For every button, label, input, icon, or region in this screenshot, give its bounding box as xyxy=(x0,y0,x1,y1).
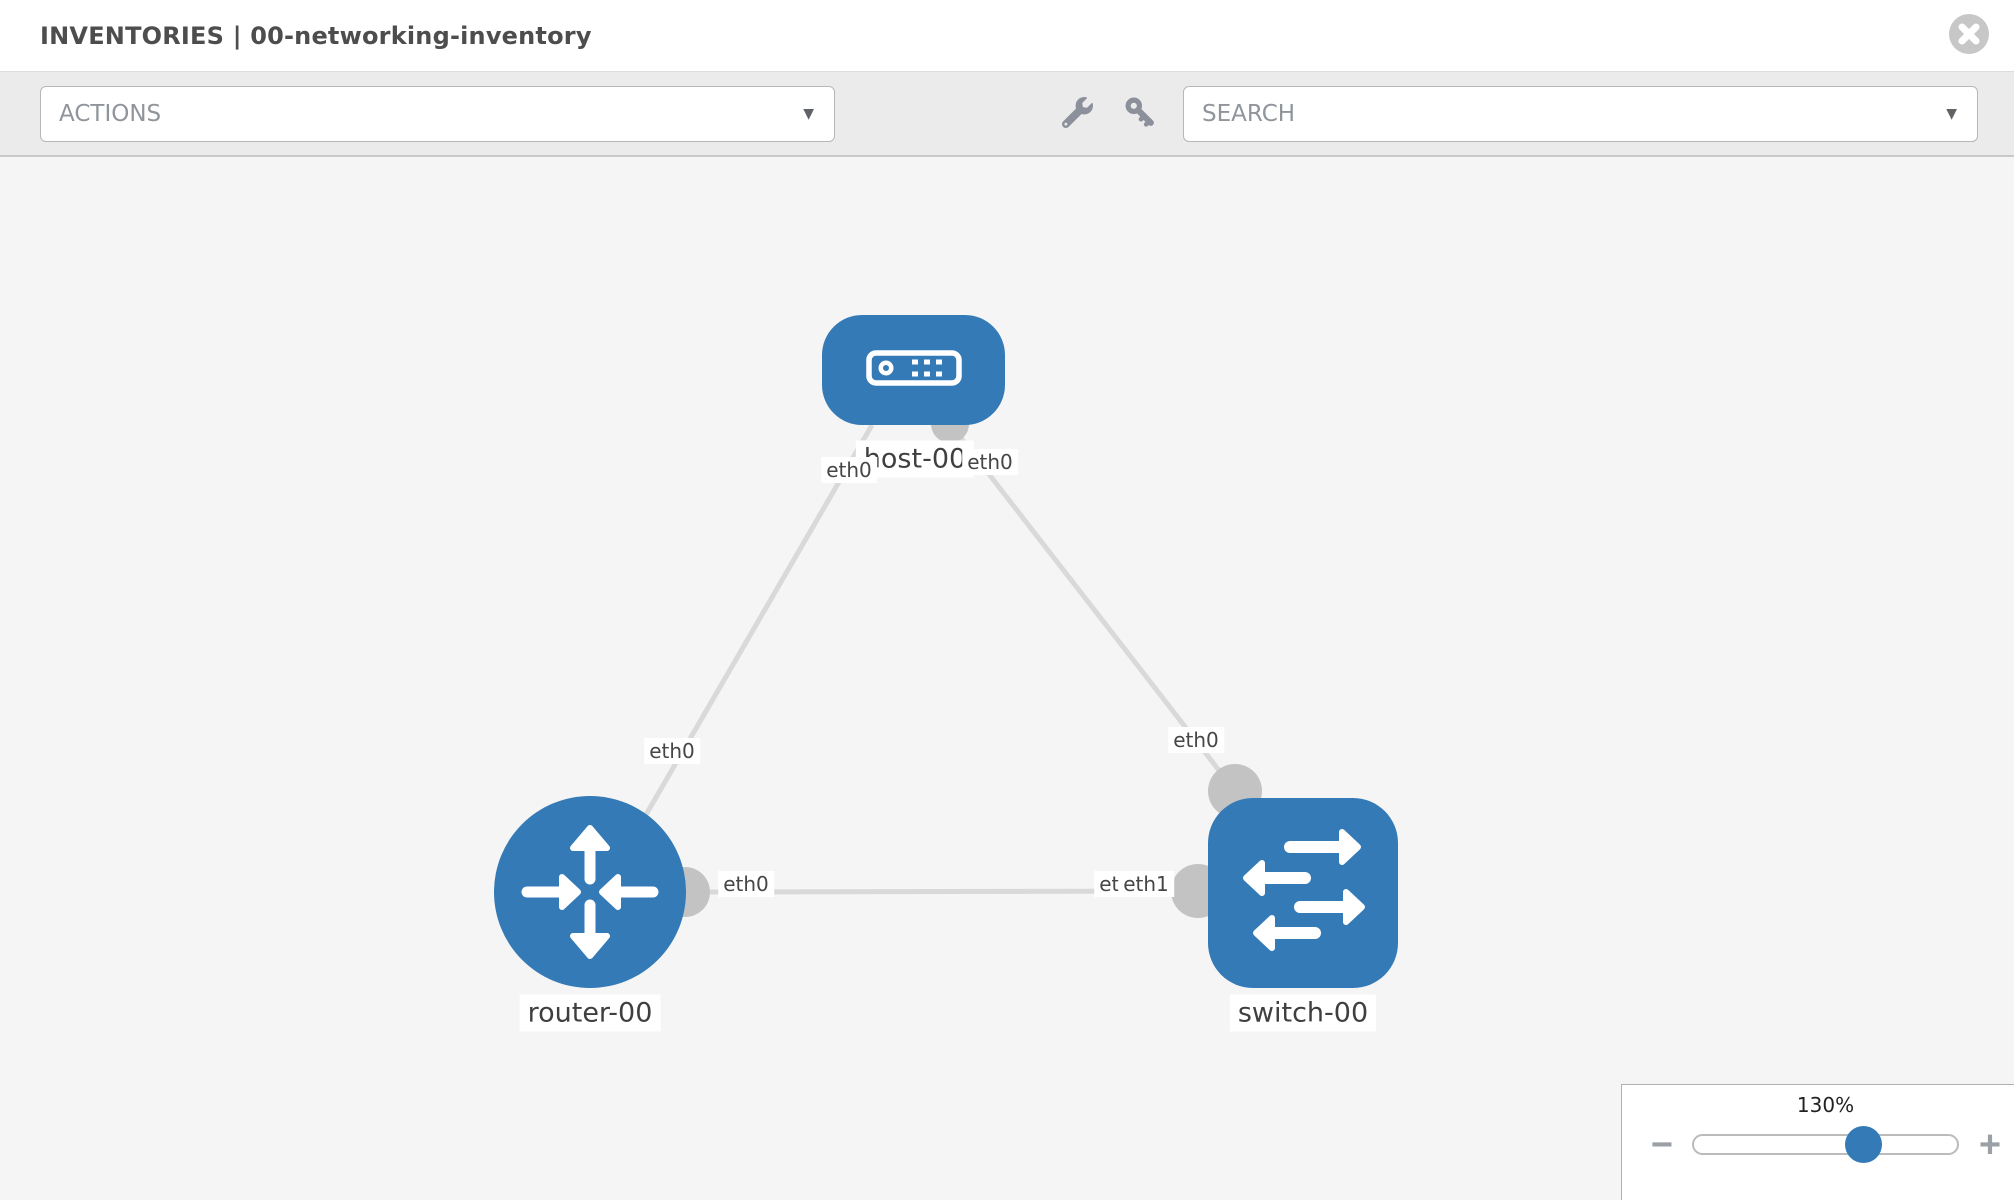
zoom-slider-track[interactable] xyxy=(1692,1134,1959,1155)
actions-dropdown-label: ACTIONS xyxy=(59,101,162,127)
router-icon xyxy=(494,825,686,992)
wrench-button[interactable] xyxy=(1057,94,1097,134)
node-label-switch: switch-00 xyxy=(1229,994,1377,1032)
interface-label: eth0 xyxy=(718,871,774,897)
key-button[interactable] xyxy=(1120,94,1160,134)
node-label-router: router-00 xyxy=(519,994,661,1032)
interface-label: eth0 xyxy=(644,738,700,764)
link-host-router xyxy=(637,423,875,827)
node-host-00[interactable] xyxy=(822,315,1005,425)
interface-label: eth0 xyxy=(1168,727,1224,753)
node-router-00[interactable] xyxy=(494,796,686,988)
interface-label: eth0 xyxy=(821,457,877,483)
page-title: INVENTORIES | 00-networking-inventory xyxy=(40,21,592,50)
interface-label: eth1 xyxy=(1118,871,1174,897)
search-dropdown-placeholder: SEARCH xyxy=(1202,101,1296,127)
topology-links-layer xyxy=(637,405,1262,918)
host-icon xyxy=(865,350,962,390)
wrench-icon xyxy=(1061,97,1093,131)
interface-label: eth0 xyxy=(962,449,1018,475)
header-bar: INVENTORIES | 00-networking-inventory xyxy=(0,0,2014,72)
zoom-control-panel: 130% − + xyxy=(1621,1084,2014,1200)
node-switch-00[interactable] xyxy=(1208,798,1398,988)
close-icon xyxy=(1948,14,1990,58)
switch-icon xyxy=(1208,829,1398,992)
zoom-out-button[interactable]: − xyxy=(1642,1125,1682,1165)
close-button[interactable] xyxy=(1948,13,1990,55)
search-dropdown[interactable]: SEARCH ▼ xyxy=(1183,86,1978,142)
zoom-level-value: 130% xyxy=(1796,1093,1855,1117)
topology-canvas[interactable]: host-00 eth0 eth0 eth0 eth0 eth1 eth1 et… xyxy=(0,157,2014,1200)
chevron-down-icon: ▼ xyxy=(803,106,814,122)
zoom-slider-handle[interactable] xyxy=(1845,1126,1882,1163)
chevron-down-icon: ▼ xyxy=(1946,106,1957,122)
key-icon xyxy=(1124,96,1157,132)
zoom-in-button[interactable]: + xyxy=(1970,1125,2010,1165)
actions-dropdown[interactable]: ACTIONS ▼ xyxy=(40,86,835,142)
toolbar: ACTIONS ▼ SEARCH ▼ xyxy=(0,72,2014,157)
